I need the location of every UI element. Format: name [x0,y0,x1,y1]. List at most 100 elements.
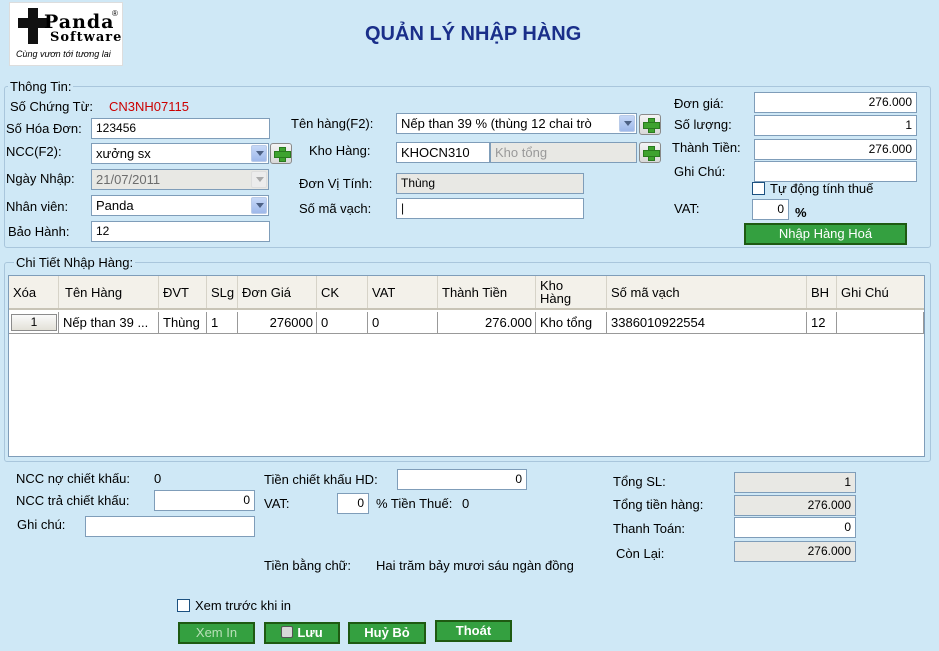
don-gia-label: Đơn giá: [674,96,724,111]
so-chung-tu-label: Số Chứng Từ: [10,99,93,114]
add-warehouse-button[interactable] [639,142,661,163]
so-luong-label: Số lượng: [674,117,732,132]
cell-bh: 12 [807,312,837,333]
detail-grid[interactable]: Xóa Tên Hàng ĐVT SLg Đơn Giá CK VAT Thàn… [8,275,925,457]
col-ck[interactable]: CK [317,276,368,308]
col-vat[interactable]: VAT [368,276,438,308]
con-lai-label: Còn Lại: [616,546,665,561]
tong-sl-label: Tổng SL: [613,474,666,489]
tu-dong-tinh-thue-checkbox[interactable] [752,182,765,195]
nhap-hang-hoa-button[interactable]: Nhập Hàng Hoá [744,223,907,245]
summary-vat-input[interactable]: 0 [337,493,369,514]
luu-button-label: Lưu [297,625,323,640]
xem-in-button[interactable]: Xem In [178,622,255,644]
disk-icon [281,626,294,638]
bao-hanh-input[interactable]: 12 [91,221,270,242]
ncc-label: NCC(F2): [6,144,62,159]
thanh-toan-label: Thanh Toán: [613,521,686,536]
col-ma-vach[interactable]: Số mã vạch [607,276,807,308]
vat-unit: % [795,205,807,220]
ncc-select-value: xưởng sx [96,146,151,161]
don-vi-tinh-field: Thùng [396,173,584,194]
col-slg[interactable]: SLg [207,276,238,308]
col-bh[interactable]: BH [807,276,837,308]
tien-bang-chu-value: Hai trăm bảy mươi sáu ngàn đồng [376,558,574,573]
page-title: QUẢN LÝ NHẬP HÀNG [365,23,582,45]
don-vi-tinh-label: Đơn Vị Tính: [299,176,373,191]
summary-ghi-chu-input[interactable] [85,516,255,537]
so-hoa-don-input[interactable]: 123456 [91,118,270,139]
logo-sub: Software [50,30,123,45]
so-hoa-don-label: Số Hóa Đơn: [6,121,82,136]
thanh-tien-field: 276.000 [754,139,917,160]
detail-group-title: Chi Tiết Nhập Hàng: [14,255,136,270]
col-don-gia[interactable]: Đơn Giá [238,276,317,308]
tien-ck-hd-input[interactable]: 0 [397,469,527,490]
col-kho-hang[interactable]: Kho Hàng [536,276,607,308]
vat-input[interactable]: 0 [752,199,789,220]
info-group [4,86,931,248]
panda-logo-icon [18,8,48,44]
ghi-chu-input[interactable] [754,161,917,182]
col-thanh-tien[interactable]: Thành Tiền [438,276,536,308]
ncc-tra-ck-input[interactable]: 0 [154,490,255,511]
delete-row-button[interactable]: 1 [11,314,57,331]
so-luong-input[interactable]: 1 [754,115,917,136]
chevron-down-icon[interactable] [251,145,267,162]
cell-kho-hang: Kho tổng [536,312,607,333]
nhan-vien-select[interactable]: Panda [91,195,269,216]
ncc-select[interactable]: xưởng sx [91,143,269,164]
so-chung-tu-value: CN3NH07115 [109,99,189,114]
ncc-no-ck-label: NCC nợ chiết khấu: [16,471,131,486]
thanh-toan-input[interactable]: 0 [734,517,856,538]
tong-sl-field: 1 [734,472,856,493]
tien-thue-label: % Tiền Thuế: [376,496,453,511]
cell-xoa: 1 [9,312,59,333]
con-lai-field: 276.000 [734,541,856,562]
kho-name-field: Kho tổng [490,142,637,163]
ten-hang-label: Tên hàng(F2): [291,116,374,131]
tien-ck-hd-label: Tiền chiết khấu HD: [264,472,378,487]
chevron-down-icon[interactable] [619,115,635,132]
table-row[interactable]: 1 Nếp than 39 ... Thùng 1 276000 0 0 276… [9,312,924,334]
ngay-nhap-picker[interactable]: 21/07/2011 [91,169,269,190]
ten-hang-select-value: Nếp than 39 % (thùng 12 chai trò [401,116,592,131]
xem-truoc-label: Xem trước khi in [195,598,291,613]
col-dvt[interactable]: ĐVT [159,276,207,308]
don-gia-input[interactable]: 276.000 [754,92,917,113]
cell-ma-vach: 3386010922554 [607,312,807,333]
ngay-nhap-value: 21/07/2011 [96,172,161,187]
tien-bang-chu-label: Tiền bằng chữ: [264,558,351,573]
cell-ck: 0 [317,312,368,333]
detail-group [4,262,931,462]
logo-registered: ® [112,9,118,18]
tong-tien-hang-field: 276.000 [734,495,856,516]
nhan-vien-select-value: Panda [96,198,134,213]
huy-bo-button[interactable]: Huỷ Bỏ [348,622,426,644]
bao-hanh-label: Bảo Hành: [8,224,70,239]
ten-hang-select[interactable]: Nếp than 39 % (thùng 12 chai trò [396,113,637,134]
cell-thanh-tien: 276.000 [438,312,536,333]
so-ma-vach-input[interactable]: | [396,198,584,219]
summary-ghi-chu-label: Ghi chú: [17,517,66,532]
cell-don-gia: 276000 [238,312,317,333]
cell-ghi-chu [837,312,924,333]
chevron-down-icon[interactable] [251,197,267,214]
add-product-button[interactable] [639,114,661,135]
xem-truoc-checkbox[interactable] [177,599,190,612]
thoat-button[interactable]: Thoát [435,620,512,642]
ghi-chu-label: Ghi Chú: [674,164,726,179]
info-group-title: Thông Tin: [8,79,74,94]
cell-dvt: Thùng [159,312,207,333]
grid-header: Xóa Tên Hàng ĐVT SLg Đơn Giá CK VAT Thàn… [9,276,924,310]
col-xoa[interactable]: Xóa [9,276,59,308]
so-ma-vach-label: Số mã vạch: [299,201,372,216]
summary-vat-label: VAT: [264,496,290,511]
ncc-tra-ck-label: NCC trả chiết khấu: [16,493,130,508]
add-ncc-button[interactable] [270,143,292,164]
luu-button[interactable]: Lưu [264,622,340,644]
col-ten-hang[interactable]: Tên Hàng [59,276,159,308]
kho-code-input[interactable]: KHOCN310 [396,142,490,163]
logo-brand: Panda [44,11,115,33]
col-ghi-chu[interactable]: Ghi Chú [841,284,889,300]
